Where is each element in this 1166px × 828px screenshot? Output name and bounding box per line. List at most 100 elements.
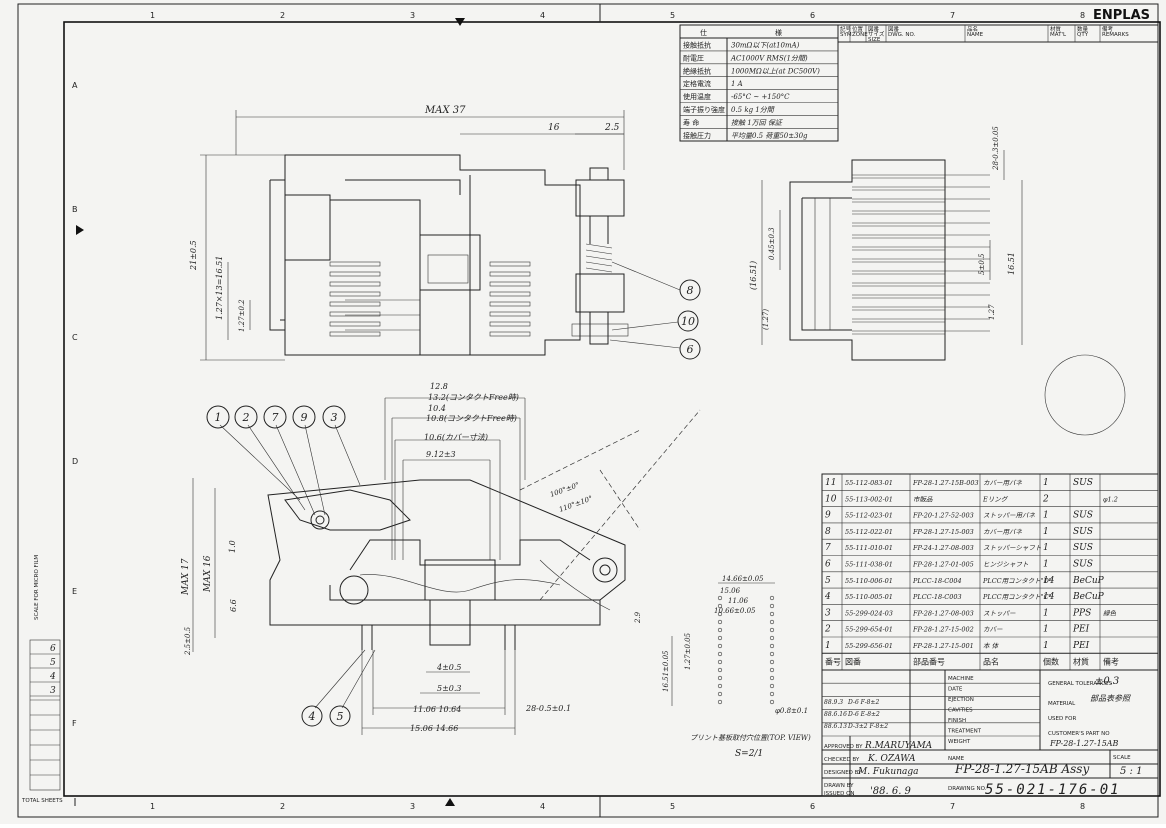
parts-cell-no: 6 xyxy=(825,560,831,570)
spec-value: 1 A xyxy=(731,80,743,88)
tb-tolerance-label: GENERAL TOLERANCES xyxy=(1048,681,1113,687)
parts-cell-part: 55-299-024-03 xyxy=(845,609,893,617)
fp-hole-mark xyxy=(717,595,723,601)
parts-cell-dwg: FP-28-1.27-15B-003 xyxy=(912,479,979,487)
parts-cell-remark: 緑色 xyxy=(1103,609,1117,617)
contact-pin xyxy=(329,291,381,297)
microfilm-number: 3 xyxy=(50,686,56,696)
contact-pin xyxy=(489,331,531,337)
dim-side-1-27b: 1.27 xyxy=(988,304,996,320)
tb-drawing-no: 55-021-176-01 xyxy=(985,782,1121,798)
contact-pin xyxy=(329,281,381,287)
parts-cell-no: 9 xyxy=(825,511,831,521)
balloon-5 xyxy=(329,705,351,727)
fp-hole-mark xyxy=(769,683,775,689)
balloon-10 xyxy=(677,310,699,332)
spec-value: 接触 1万回 保証 xyxy=(731,119,783,127)
dim-2-9: 2.9 xyxy=(634,611,642,624)
parts-cell-dwg: 市販品 xyxy=(913,495,933,503)
dim-9-12: 9.12±3 xyxy=(426,450,456,459)
balloon-3 xyxy=(322,405,346,429)
parts-cell-qty: 1 xyxy=(1043,641,1049,651)
parts-header-part: 図番 xyxy=(845,656,861,666)
tb-tolerance: ±0.3 xyxy=(1095,676,1119,687)
grid-row-D: D xyxy=(72,457,78,466)
parts-cell-name: カバー用バネ xyxy=(983,528,1023,536)
tb-issued: '88. 6. 9 xyxy=(870,786,912,797)
fp-hole-mark xyxy=(717,675,723,681)
dim-1-27x13: 1.27×13=16.51 xyxy=(215,256,224,320)
fp-dim-14-66: 14.66±0.05 xyxy=(722,575,764,583)
dim-side-28: 28-0.3±0.05 xyxy=(992,126,1000,171)
parts-cell-mat: PPS xyxy=(1072,608,1091,618)
tb-material-label: MATERIAL xyxy=(1048,701,1076,707)
parts-cell-name: ヒンジシャフト xyxy=(983,561,1029,569)
parts-cell-no: 1 xyxy=(825,641,831,651)
center-mark-top xyxy=(455,18,465,26)
fp-hole-mark xyxy=(717,651,723,657)
parts-cell-mat: PEI xyxy=(1072,625,1090,635)
balloon-label: 3 xyxy=(331,411,338,424)
dim-11-06: 11.06 10.64 xyxy=(413,705,461,714)
parts-cell-no: 2 xyxy=(824,625,831,635)
fp-dim-10-66: 10.66±0.05 xyxy=(714,607,756,615)
balloon-label: 9 xyxy=(301,411,308,424)
parts-cell-dwg: FP-28-1.27-08-003 xyxy=(912,609,974,617)
dim-5: 5±0.3 xyxy=(437,684,462,693)
microfilm-label: SCALE FOR MICRO FILM xyxy=(34,555,40,620)
parts-cell-qty: 2 xyxy=(1042,494,1049,504)
contact-pin xyxy=(329,331,381,337)
balloon-2 xyxy=(234,405,258,429)
parts-cell-qty: 1 xyxy=(1043,527,1049,537)
dim-angle-110: 110°±10° xyxy=(558,494,594,514)
tb-used-for: USED FOR xyxy=(1048,716,1076,722)
tb-field-cavities: CAVITIES xyxy=(948,708,973,714)
grid-row-F: F xyxy=(72,719,77,728)
spec-title-right: 様 xyxy=(775,28,782,37)
dim-6-6: 6.6 xyxy=(229,599,238,612)
parts-cell-no: 10 xyxy=(825,494,837,504)
tb-revision-date: 88.6.16 xyxy=(824,711,847,718)
grid-col-bottom-4: 4 xyxy=(540,802,545,811)
tb-name-label: NAME xyxy=(948,756,965,762)
fp-hole-mark xyxy=(769,659,775,665)
side-view: (16.51) 0.45±0.3 (1.27) 16.51 5±0.5 1.27… xyxy=(749,126,1023,361)
grid-col-top-2: 2 xyxy=(280,11,285,20)
tb-revision-date: 88.9.3 xyxy=(824,699,843,706)
front-view: 12.8 13.2(コンタクトFree時) 10.4 10.8(コンタクトFre… xyxy=(181,382,701,735)
grid-col-bottom-7: 7 xyxy=(950,802,955,811)
spec-label: 定格電流 xyxy=(683,79,711,88)
dim-21: 21±0.5 xyxy=(189,240,198,271)
parts-cell-mat: SUS xyxy=(1073,543,1093,553)
fp-hole-mark xyxy=(717,683,723,689)
parts-cell-mat: SUS xyxy=(1073,511,1093,521)
parts-cell-name: カバー xyxy=(983,626,1003,634)
grid-col-top-3: 3 xyxy=(410,11,415,20)
parts-cell-name: ストッパーシャフト xyxy=(983,544,1042,552)
footprint-view: 14.66±0.05 15.06 11.06 10.66±0.05 16.51±… xyxy=(662,575,811,759)
spec-title-left: 仕 xyxy=(700,28,707,37)
tb-field-ejection: EJECTION xyxy=(948,697,974,703)
parts-cell-dwg: FP-28-1.27-15-001 xyxy=(912,642,974,650)
fp-hole-mark xyxy=(717,603,723,609)
grid-col-top-6: 6 xyxy=(810,11,815,20)
balloon-label: 7 xyxy=(272,411,279,424)
fp-hole-mark xyxy=(717,643,723,649)
parts-cell-mat: PEI xyxy=(1072,641,1090,651)
parts-cell-no: 8 xyxy=(825,527,831,537)
spec-value: AC1000V RMS(1分間) xyxy=(730,54,808,62)
fp-hole-mark xyxy=(717,627,723,633)
parts-cell-remark: φ1.2 xyxy=(1103,495,1118,503)
parts-cell-mat: SUS xyxy=(1073,478,1093,488)
spec-value: -65°C ~ +150°C xyxy=(731,93,790,101)
inner-border xyxy=(63,21,1161,797)
fp-hole-mark xyxy=(717,659,723,665)
parts-cell-name: ストッパー用バネ xyxy=(983,512,1036,520)
fp-hole-mark xyxy=(769,699,775,705)
spec-value: 平均量0.5 荷重50±30g xyxy=(731,132,808,140)
